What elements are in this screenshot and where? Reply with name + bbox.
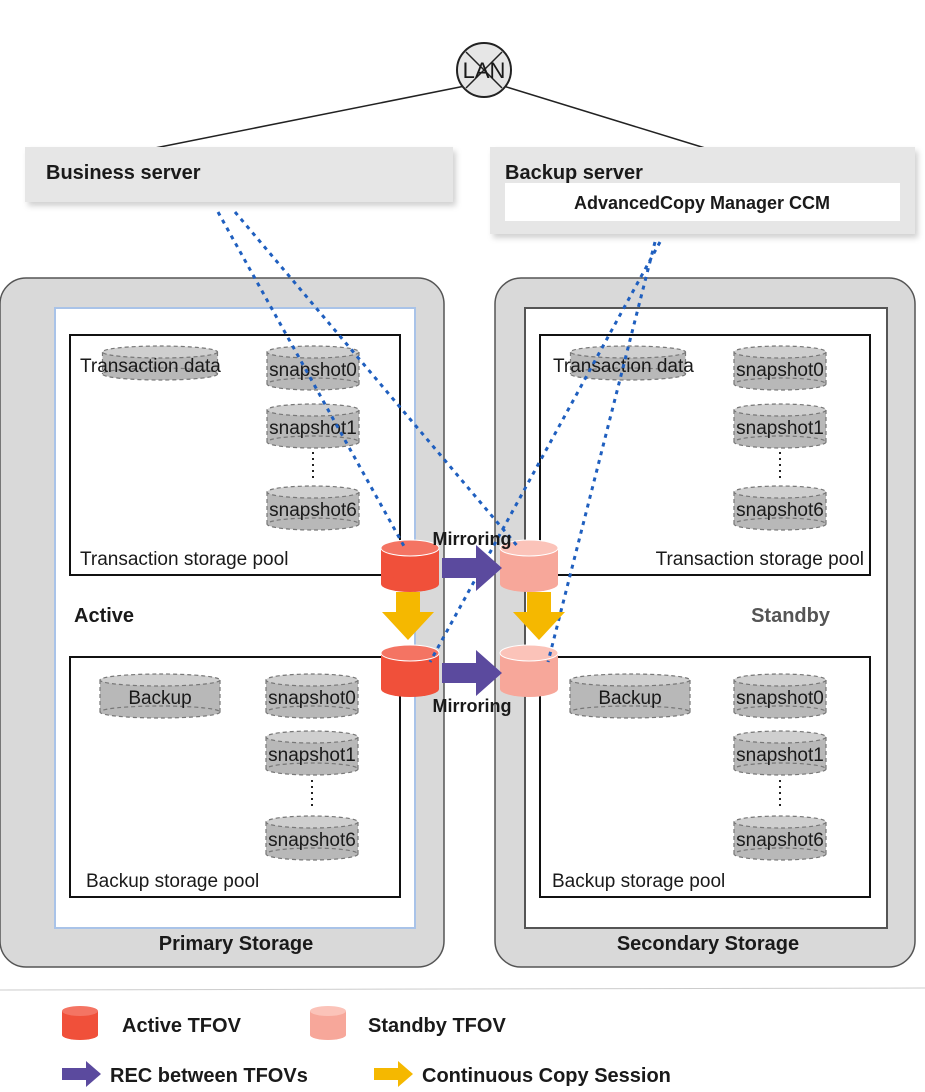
secondary-tx-snapshot6: snapshot6 [733, 485, 827, 531]
lan-hub-icon: LAN [456, 42, 512, 98]
continuous-copy-arrows [382, 592, 565, 640]
primary-bk-snapshot0-label: snapshot0 [268, 688, 356, 709]
legend-copy-label: Continuous Copy Session [422, 1065, 671, 1087]
primary-bk-snapshot1-label: snapshot1 [268, 745, 356, 766]
bottom-rec-arrow [442, 650, 502, 696]
secondary-tx-snapshot0: snapshot0 [733, 345, 827, 391]
tfov-volumes [380, 539, 559, 697]
business-server: Business server [25, 147, 453, 202]
legend-copy-arrow-icon [374, 1061, 413, 1087]
backup-to-active-backup-line [428, 241, 662, 663]
lan-link-backup [499, 84, 706, 149]
primary-bk-snapshot6: snapshot6 [265, 815, 359, 861]
backup-server: Backup server AdvancedCopy Manager CCM [490, 147, 915, 234]
standby-tfov-backup [499, 644, 559, 697]
lan-link-business [154, 84, 471, 149]
primary-tx-snapshot6-label: snapshot6 [269, 500, 357, 521]
secondary-bk-snapshot1-label: snapshot1 [736, 745, 824, 766]
legend-rec-arrow-icon [62, 1061, 101, 1087]
primary-bk-snapshot1: snapshot1 [265, 730, 359, 776]
mirroring-label-bottom: Mirroring [433, 696, 512, 716]
primary-bk-snapshot6-label: snapshot6 [268, 830, 356, 851]
access-lines [216, 211, 662, 663]
mirroring-label-top: Mirroring [433, 529, 512, 549]
primary-tx-snapshot0-label: snapshot0 [269, 360, 357, 381]
secondary-tx-snapshot6-label: snapshot6 [736, 500, 824, 521]
secondary-backup-disk: Backup [569, 673, 691, 719]
legend-active-tfov-label: Active TFOV [122, 1015, 242, 1037]
business-server-title: Business server [46, 162, 201, 184]
primary-storage: Primary Storage Active Transaction stora… [0, 277, 445, 968]
secondary-bk-snapshot6-label: snapshot6 [736, 830, 824, 851]
primary-copy-arrow [382, 592, 434, 640]
secondary-storage-title: Secondary Storage [617, 933, 799, 955]
legend-standby-tfov-label: Standby TFOV [368, 1015, 506, 1037]
secondary-backup-disk-label: Backup [598, 688, 661, 709]
secondary-tx-snapshot0-label: snapshot0 [736, 360, 824, 381]
primary-transaction-data-label: Transaction data [80, 356, 221, 377]
legend-rec-label: REC between TFOVs [110, 1065, 308, 1087]
primary-storage-title: Primary Storage [159, 933, 314, 955]
primary-tx-snapshot1-label: snapshot1 [269, 418, 357, 439]
business-to-active-line [216, 211, 407, 549]
primary-transaction-pool-label: Transaction storage pool [80, 549, 288, 570]
backup-server-title: Backup server [505, 162, 643, 184]
secondary-bk-snapshot1: snapshot1 [733, 730, 827, 776]
primary-bk-snapshot0: snapshot0 [265, 673, 359, 719]
primary-state-label: Active [74, 605, 134, 627]
backup-to-standby-backup-line [546, 241, 657, 663]
active-tfov-backup [380, 644, 440, 697]
primary-backup-disk-label: Backup [128, 688, 191, 709]
primary-tx-snapshot0: snapshot0 [266, 345, 360, 391]
secondary-transaction-pool-label: Transaction storage pool [656, 549, 864, 570]
secondary-storage: Secondary Storage Standby Transaction st… [494, 277, 916, 968]
legend: Active TFOV Standby TFOV REC between TFO… [62, 1006, 671, 1087]
primary-tx-snapshot1: snapshot1 [266, 403, 360, 449]
standby-tfov-transaction [499, 539, 559, 592]
primary-backup-pool-label: Backup storage pool [86, 871, 259, 892]
secondary-bk-snapshot0-label: snapshot0 [736, 688, 824, 709]
legend-divider [0, 987, 925, 991]
active-tfov-transaction [380, 539, 440, 592]
secondary-state-label: Standby [751, 605, 831, 627]
lan-label: LAN [463, 58, 506, 83]
business-to-standby-line [233, 211, 521, 549]
secondary-tx-snapshot1: snapshot1 [733, 403, 827, 449]
secondary-copy-arrow [513, 592, 565, 640]
secondary-backup-pool-label: Backup storage pool [552, 871, 725, 892]
secondary-bk-snapshot0: snapshot0 [733, 673, 827, 719]
top-rec-arrow [442, 545, 502, 591]
legend-standby-tfov-icon [310, 1006, 346, 1040]
secondary-bk-snapshot6: snapshot6 [733, 815, 827, 861]
acm-ccm-label: AdvancedCopy Manager CCM [574, 193, 830, 213]
primary-backup-disk: Backup [99, 673, 221, 719]
secondary-tx-snapshot1-label: snapshot1 [736, 418, 824, 439]
rec-arrows [442, 545, 502, 696]
legend-active-tfov-icon [62, 1006, 98, 1040]
primary-tx-snapshot6: snapshot6 [266, 485, 360, 531]
primary-transaction-data-disk [101, 345, 219, 381]
